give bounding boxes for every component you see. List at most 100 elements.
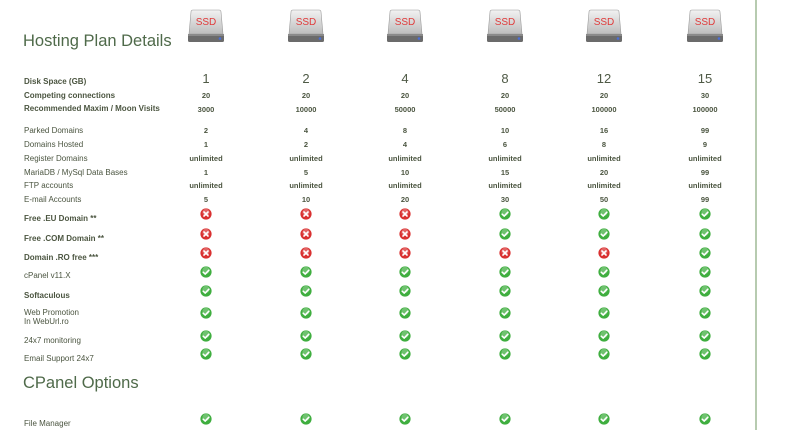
cell-value: unlimited	[587, 181, 621, 190]
cell-value: 100000	[591, 105, 617, 114]
row-label: Parked Domains	[24, 126, 84, 135]
cell-value: 20	[400, 195, 410, 204]
check-icon	[499, 307, 511, 319]
ssd-icon: SSD	[487, 9, 523, 42]
row-label: Recommended Maxim / Moon Visits	[24, 104, 160, 113]
cell-value: 16	[599, 126, 609, 135]
row-label: FTP accounts	[24, 181, 74, 190]
row-label: Competing connections	[24, 91, 116, 100]
row-label: E-mail Accounts	[24, 195, 82, 204]
cell-value: unlimited	[388, 181, 422, 190]
check-icon	[399, 330, 411, 342]
cell-value: 8	[601, 140, 607, 149]
cell-value: unlimited	[488, 154, 522, 163]
cell-value: unlimited	[289, 154, 323, 163]
cell-value: unlimited	[688, 181, 722, 190]
check-icon	[300, 307, 312, 319]
cell-value: 5	[303, 168, 309, 177]
ssd-label: SSD	[296, 17, 317, 28]
check-icon	[699, 413, 711, 425]
cross-icon	[200, 228, 212, 240]
cell-value: 6	[502, 140, 508, 149]
check-icon	[499, 348, 511, 360]
check-icon	[699, 247, 711, 259]
disk-value: 8	[501, 71, 509, 86]
cell-value: 9	[702, 140, 708, 149]
cell-value: unlimited	[289, 181, 323, 190]
cell-value: 20	[500, 91, 510, 100]
cell-value: 20	[599, 168, 609, 177]
check-icon	[699, 228, 711, 240]
row-label: Email Support 24x7	[24, 354, 94, 363]
check-icon	[200, 307, 212, 319]
cell-value: 2	[303, 140, 309, 149]
check-icon	[399, 266, 411, 278]
section-title-cpanel: CPanel Options	[23, 374, 139, 392]
row-label: Web Promotion In WebUrl.ro	[24, 308, 79, 326]
page-frame	[755, 0, 757, 430]
row-label: Softaculous	[24, 291, 70, 300]
cell-value: unlimited	[488, 181, 522, 190]
row-label: Free .EU Domain **	[24, 214, 97, 223]
cross-icon	[200, 247, 212, 259]
check-icon	[598, 266, 610, 278]
check-icon	[499, 228, 511, 240]
cell-value: 20	[599, 91, 609, 100]
cell-value: 20	[201, 91, 211, 100]
row-label: Register Domains	[24, 154, 88, 163]
cell-value: 50	[599, 195, 609, 204]
cell-value: 99	[700, 195, 710, 204]
cell-value: unlimited	[688, 154, 722, 163]
check-icon	[300, 413, 312, 425]
check-icon	[300, 285, 312, 297]
check-icon	[200, 348, 212, 360]
cell-value: 20	[301, 91, 311, 100]
row-label: cPanel v11.X	[24, 271, 71, 280]
cell-value: 8	[402, 126, 408, 135]
ssd-icon: SSD	[387, 9, 423, 42]
check-icon	[699, 307, 711, 319]
check-icon	[598, 208, 610, 220]
disk-value: 12	[596, 71, 612, 86]
cell-value: 1	[203, 140, 209, 149]
check-icon	[699, 330, 711, 342]
check-icon	[200, 266, 212, 278]
cross-icon	[300, 208, 312, 220]
cell-value: 50000	[394, 105, 416, 114]
check-icon	[499, 208, 511, 220]
ssd-icon: SSD	[687, 9, 723, 42]
cross-icon	[399, 208, 411, 220]
check-icon	[499, 413, 511, 425]
cell-value: 4	[303, 126, 309, 135]
cell-value: unlimited	[189, 154, 223, 163]
cell-value: 100000	[692, 105, 718, 114]
cell-value: 4	[402, 140, 408, 149]
row-label: Domains Hosted	[24, 140, 84, 149]
check-icon	[499, 285, 511, 297]
check-icon	[300, 330, 312, 342]
check-icon	[598, 228, 610, 240]
check-icon	[200, 413, 212, 425]
cell-value: 50000	[494, 105, 516, 114]
cell-value: unlimited	[189, 181, 223, 190]
check-icon	[399, 285, 411, 297]
ssd-label: SSD	[196, 17, 217, 28]
check-icon	[699, 266, 711, 278]
section-title-hosting: Hosting Plan Details	[23, 32, 172, 50]
row-label: Free .COM Domain **	[24, 234, 105, 243]
ssd-icon: SSD	[288, 9, 324, 42]
cell-value: unlimited	[388, 154, 422, 163]
ssd-icon: SSD	[188, 9, 224, 42]
cell-value: 30	[500, 195, 510, 204]
cell-value: 10	[500, 126, 510, 135]
check-icon	[598, 285, 610, 297]
disk-value: 1	[202, 71, 210, 86]
cell-value: 30	[700, 91, 710, 100]
check-icon	[300, 348, 312, 360]
cell-value: 5	[203, 195, 209, 204]
disk-value: 4	[401, 71, 409, 86]
check-icon	[499, 330, 511, 342]
cell-value: 99	[700, 126, 710, 135]
ssd-label: SSD	[395, 17, 416, 28]
check-icon	[399, 307, 411, 319]
